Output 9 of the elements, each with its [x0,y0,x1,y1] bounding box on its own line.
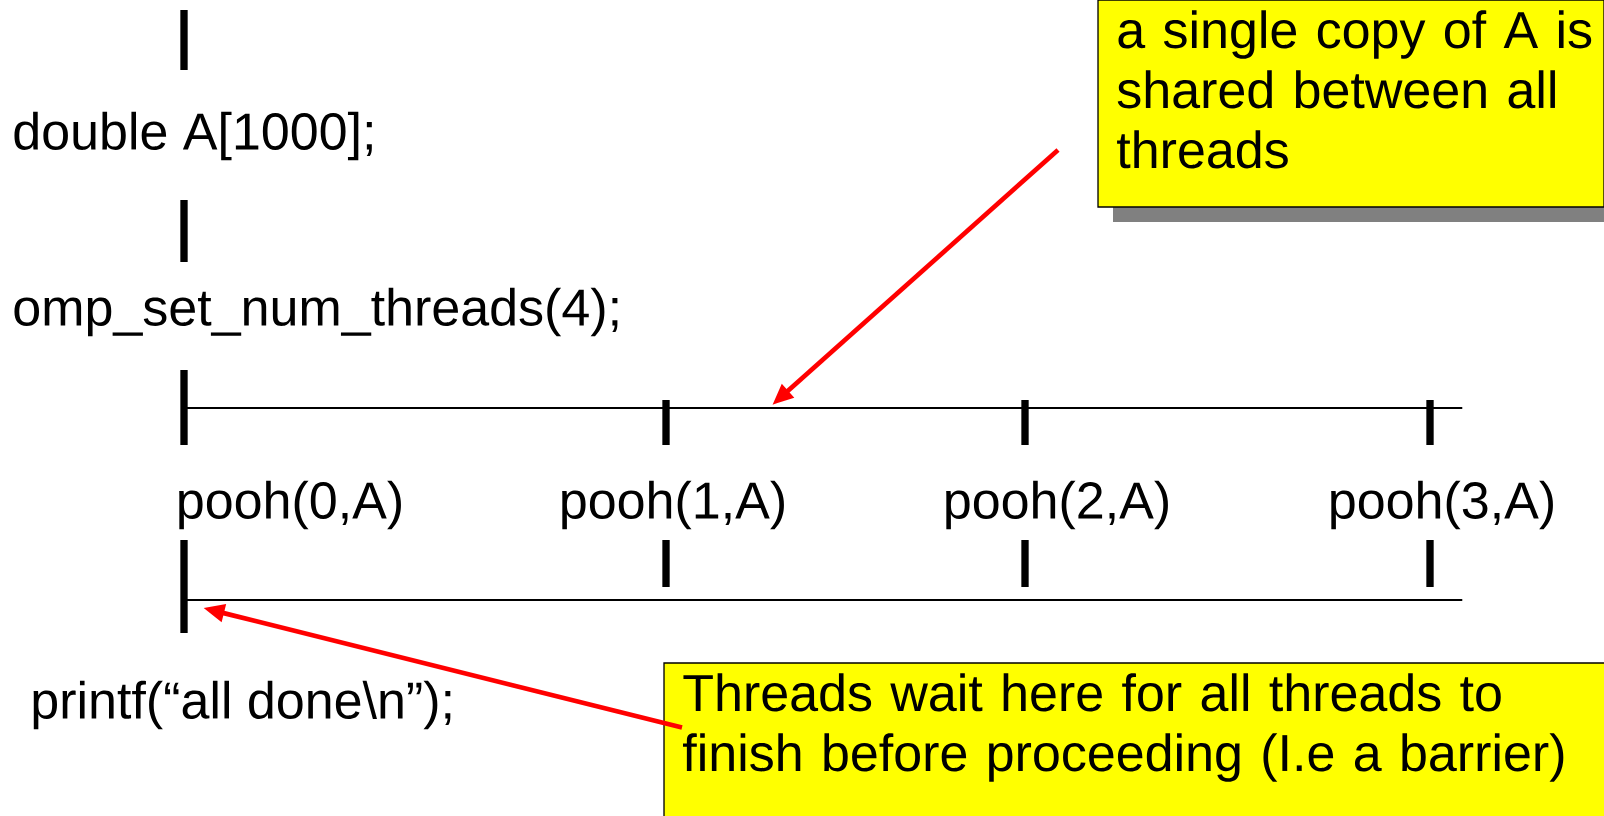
code-line: pooh(2,A) [946,480,1168,530]
code-line: double A[1000]; [14,111,372,161]
code-line: pooh(0,A) [179,480,401,530]
code-line: printf(“all done\n”); [33,680,451,730]
code-line: omp_set_num_threads(4); [14,287,618,337]
callout-box: a single copy of A is shared between all threads [1097,0,1604,222]
code-line: pooh(3,A) [1331,480,1553,530]
code-line: pooh(1,A) [562,480,784,530]
callout-box: Threads wait here for all threads to finish before proceeding (I.e a barrier) [663,662,1604,816]
